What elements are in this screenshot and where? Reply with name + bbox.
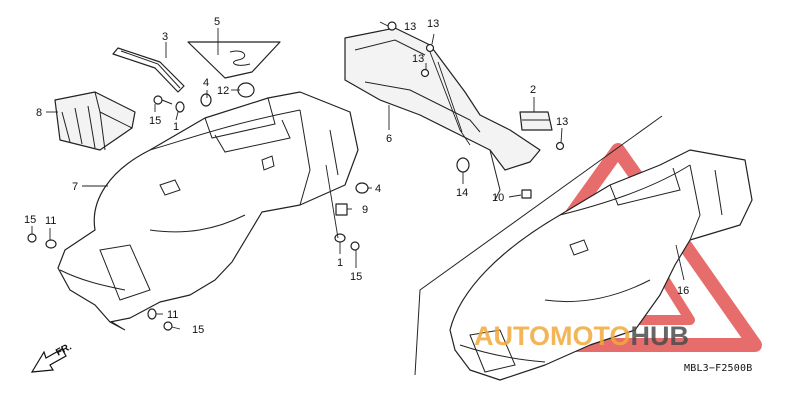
callout-3-seal-strip: 3 [162,31,168,43]
callout-15-bolt-right: 15 [350,271,362,283]
washer-1b [334,233,346,243]
callout-1-washer-lower: 1 [337,257,343,269]
grommet-14 [456,157,470,173]
bolt-15b [350,241,360,251]
rear-fender-part [57,91,359,331]
callout-4-collar-lower: 4 [375,183,381,195]
callout-15-bolt-bottom: 15 [192,324,204,336]
washer-1a [175,101,185,113]
callout-13-bolt-c: 13 [412,53,424,65]
callout-11-nut-bottom: 11 [167,309,178,321]
callout-14-grommet: 14 [456,187,468,199]
collar-4a [200,93,212,107]
callout-4-collar-upper: 4 [203,77,209,89]
bolt-15c [27,233,37,243]
callout-5-label: 5 [214,16,220,28]
reflector-part [519,111,553,131]
callout-13-bolt-d: 13 [556,116,568,128]
bolt-15d [163,321,173,331]
front-direction-arrow: FR. [30,341,74,373]
nut-11a [45,239,57,249]
front-label: FR. [54,341,74,358]
diagram-code: MBL3−F2500B [684,363,752,374]
bolt-13a [387,21,397,31]
callout-15-bolt-left: 15 [24,214,36,226]
callout-9-clip: 9 [362,204,368,216]
callout-12-grommet: 12 [217,85,229,97]
watermark-hub: HUB [631,321,690,351]
svg-text:AUTOMOTOHUB: AUTOMOTOHUB [474,321,689,351]
callout-15-bolt-upper: 15 [149,115,161,127]
label-sheet-part [187,41,281,79]
grommet-12 [237,82,255,98]
bolt-15a [153,95,173,105]
callout-6-cover: 6 [386,133,392,145]
nut-10 [521,189,532,199]
watermark-logo: AUTOMOTOHUB [474,321,689,351]
collar-4b [355,182,369,194]
callout-16-subassembly: 16 [677,285,689,297]
watermark-auto: AUTO [474,321,550,351]
fender-subassembly-part [449,149,753,381]
callout-10-nut: 10 [492,192,504,204]
tool-tray-part [54,91,136,151]
seal-strip-part [112,47,185,93]
inset-divider-line [414,115,663,376]
callout-13-bolt-b: 13 [427,18,439,30]
bolt-13d [555,141,565,151]
callout-7-fender: 7 [72,181,78,193]
bolt-13c [420,68,430,78]
leader-lines [31,21,685,330]
watermark-moto: MOTO [550,321,631,351]
nut-11b [147,308,157,320]
callout-13-bolt-a: 13 [404,21,416,33]
callout-labels: 1 1 2 3 4 4 5 6 7 8 9 10 11 11 12 13 13 … [24,16,689,336]
bolt-13b [425,43,435,53]
callout-8-tool-tray: 8 [36,107,42,119]
upper-cover-part [344,27,541,201]
callout-1-washer: 1 [173,121,179,133]
callout-2-reflector: 2 [530,84,536,96]
clip-9 [335,203,348,216]
callout-11-nut-left: 11 [45,215,56,227]
